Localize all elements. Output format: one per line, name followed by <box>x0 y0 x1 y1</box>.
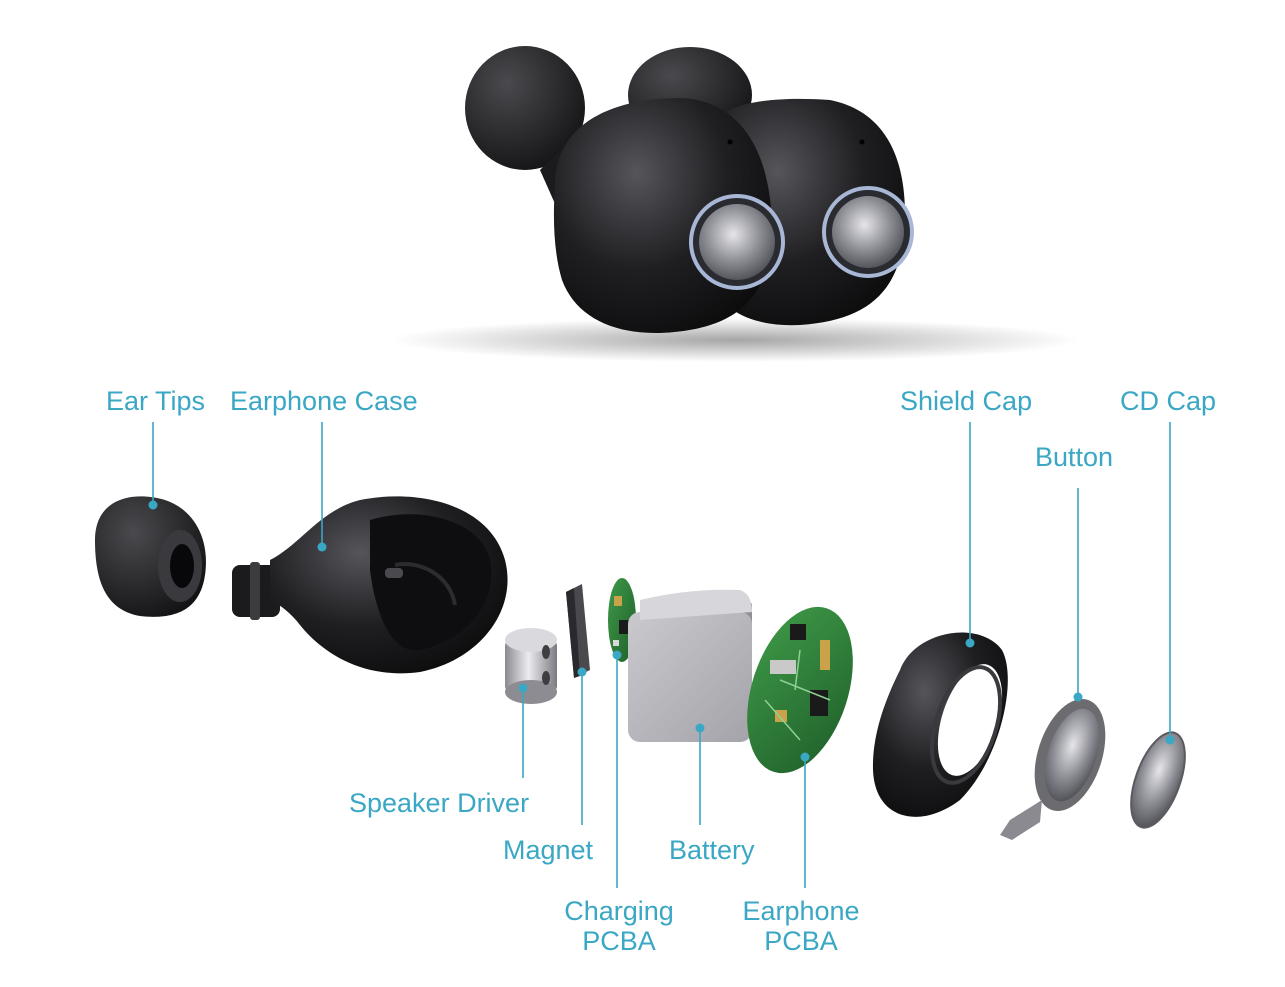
label-earphone-pcba: Earphone PCBA <box>734 896 868 956</box>
leader-shield-cap-dot <box>965 638 975 648</box>
label-button: Button <box>1035 442 1114 472</box>
cd-cap-icon <box>1130 731 1186 829</box>
leader-cd-cap-dot <box>1165 735 1175 745</box>
leader-speaker-driver-dot <box>518 683 528 693</box>
earphone-pcba-icon <box>747 606 853 774</box>
label-battery: Battery <box>669 835 755 865</box>
label-earphone-pcba-line-1: Earphone <box>742 896 860 926</box>
label-earphone-case: Earphone Case <box>230 386 418 416</box>
leader-earphone-pcba-dot <box>800 752 810 762</box>
label-charging-pcba-line-1: Charging <box>564 896 674 926</box>
magnet-icon <box>566 584 590 678</box>
label-magnet: Magnet <box>503 835 594 865</box>
shield-cap-icon <box>872 632 1008 817</box>
leader-magnet-dot <box>577 667 587 677</box>
earbud-left-icon <box>465 46 785 334</box>
label-charging-pcba: Charging PCBA <box>553 896 685 956</box>
label-ear-tips: Ear Tips <box>106 386 206 416</box>
leader-lines <box>148 422 1175 888</box>
leader-earphone-case-dot <box>317 542 327 552</box>
ear-tip-icon <box>95 496 206 617</box>
button-part-icon <box>1000 698 1106 840</box>
speaker-driver-icon <box>505 628 557 704</box>
leader-charging-pcba-dot <box>612 650 622 660</box>
leader-ear-tips-dot <box>148 500 158 510</box>
earphone-case-icon <box>232 496 508 674</box>
leader-button-dot <box>1073 692 1083 702</box>
earbuds-pair-icon <box>390 46 1080 362</box>
label-charging-pcba-line-2: PCBA <box>582 926 656 956</box>
label-speaker-driver: Speaker Driver <box>349 788 530 818</box>
leader-battery-dot <box>695 723 705 733</box>
label-cd-cap: CD Cap <box>1120 386 1217 416</box>
battery-icon <box>628 589 752 742</box>
label-earphone-pcba-line-2: PCBA <box>764 926 838 956</box>
label-shield-cap: Shield Cap <box>900 386 1033 416</box>
